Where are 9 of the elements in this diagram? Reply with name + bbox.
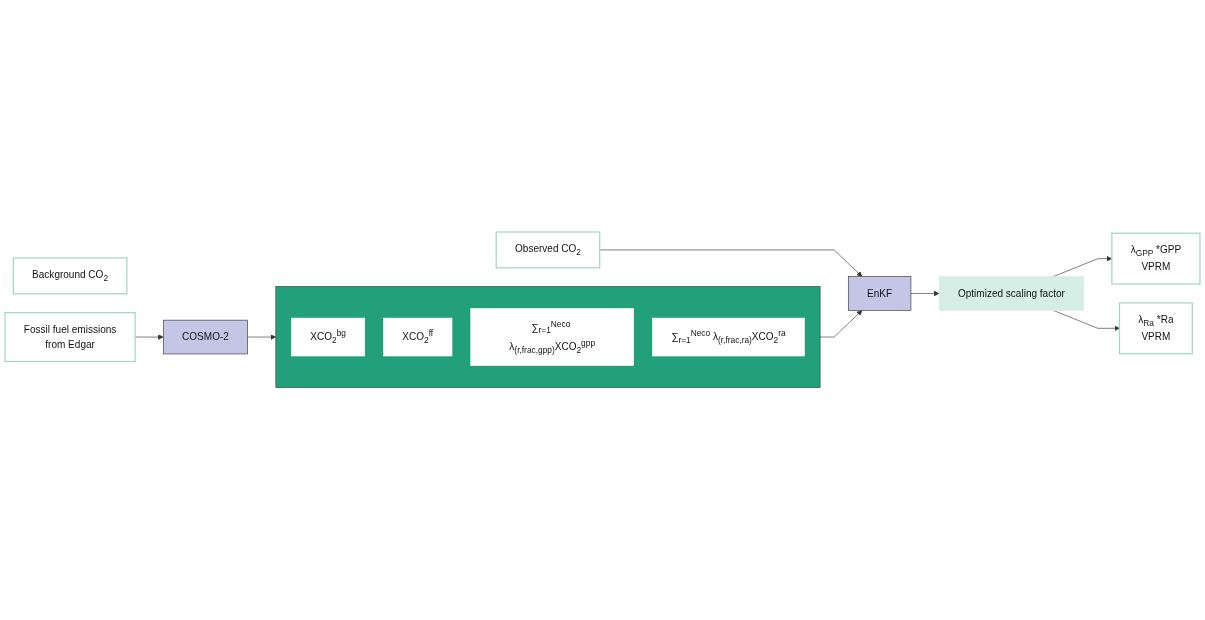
node-box: Background CO$_{2}$ — [12, 257, 128, 295]
cluster — [275, 286, 821, 389]
node-box: λ$_{Ra}$ *Ra VPRM — [1118, 302, 1193, 355]
node-box: Optimized scaling factor — [938, 276, 1084, 311]
node-box: λ$_{GPP}$ *GPP VPRM — [1111, 232, 1201, 285]
node-box: COSMO-2 — [162, 320, 248, 355]
node-box: Observed CO$_{2}$ — [495, 231, 601, 269]
node-box: Fossil fuel emissions from Edgar — [4, 312, 136, 363]
node-box: EnKF — [847, 276, 912, 311]
